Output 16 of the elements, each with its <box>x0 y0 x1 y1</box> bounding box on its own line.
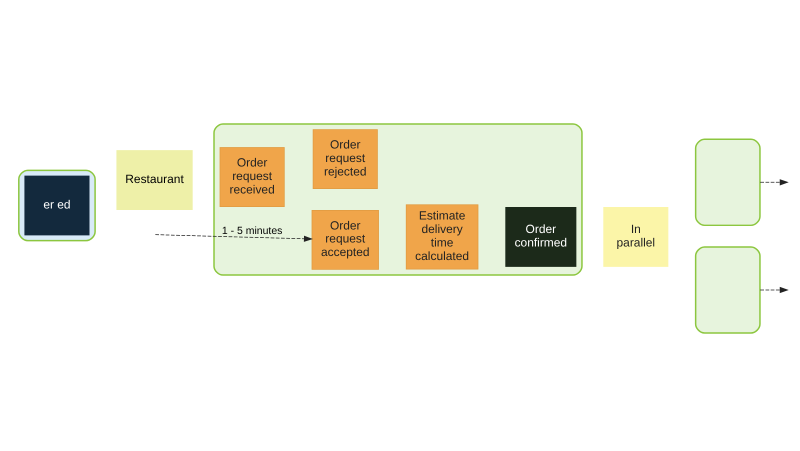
node-box: Order request received <box>219 147 284 207</box>
node-box: er ed <box>24 176 89 236</box>
node-box: In parallel <box>602 207 668 267</box>
cluster <box>212 123 582 276</box>
arrow <box>154 234 312 242</box>
node-box <box>694 138 760 226</box>
edge-label: 1 - 5 minutes <box>221 226 282 238</box>
node-box: Order confirmed <box>504 207 576 267</box>
node-box: Estimate delivery time calculated <box>405 204 478 270</box>
node-box <box>694 246 760 334</box>
cluster <box>18 170 96 242</box>
node-box: Restaurant <box>116 150 192 210</box>
node-box: Order request rejected <box>312 129 378 190</box>
arrow <box>759 286 788 294</box>
node-box: Order request accepted <box>311 210 378 270</box>
arrow <box>759 179 788 186</box>
